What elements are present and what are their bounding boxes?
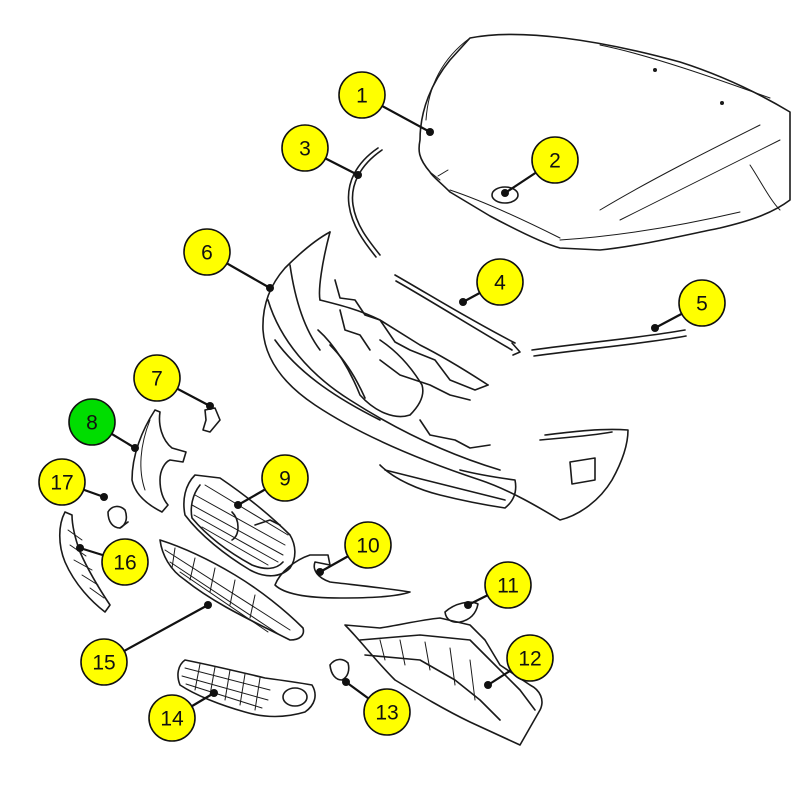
callout-circle-12[interactable] (506, 634, 554, 682)
callout-1[interactable]: 1 (338, 71, 386, 119)
callout-11[interactable]: 11 (484, 561, 532, 609)
leader-lines (61, 94, 703, 719)
callout-circle-2[interactable] (531, 136, 579, 184)
callout-4[interactable]: 4 (476, 258, 524, 306)
callout-circle-15[interactable] (80, 638, 128, 686)
callout-circle-10[interactable] (344, 521, 392, 569)
callout-circle-9[interactable] (261, 454, 309, 502)
callout-9[interactable]: 9 (261, 454, 309, 502)
callout-14[interactable]: 14 (148, 694, 196, 742)
part-front-bumper (262, 231, 629, 521)
callout-15[interactable]: 15 (80, 638, 128, 686)
part-chrome-trim (274, 554, 411, 599)
callout-17[interactable]: 17 (38, 458, 86, 506)
callout-circle-11[interactable] (484, 561, 532, 609)
callout-6[interactable]: 6 (183, 228, 231, 276)
part-lower-grille (159, 539, 305, 641)
callout-circle-4[interactable] (476, 258, 524, 306)
callout-5[interactable]: 5 (678, 279, 726, 327)
callout-circle-7[interactable] (133, 354, 181, 402)
callout-3[interactable]: 3 (281, 124, 329, 172)
callout-16[interactable]: 16 (101, 538, 149, 586)
callout-circle-16[interactable] (101, 538, 149, 586)
callout-12[interactable]: 12 (506, 634, 554, 682)
callout-8[interactable]: 8 (68, 398, 116, 446)
callout-circle-3[interactable] (281, 124, 329, 172)
part-lower-seal-strip (531, 329, 687, 357)
callout-circle-5[interactable] (678, 279, 726, 327)
callout-circle-14[interactable] (148, 694, 196, 742)
callout-13[interactable]: 13 (363, 688, 411, 736)
part-hood (418, 33, 791, 251)
callout-circle-8[interactable] (68, 398, 116, 446)
part-undertray (344, 617, 543, 746)
callout-10[interactable]: 10 (344, 521, 392, 569)
callout-7[interactable]: 7 (133, 354, 181, 402)
part-clip-17 (107, 505, 129, 529)
callout-circle-6[interactable] (183, 228, 231, 276)
callout-2[interactable]: 2 (531, 136, 579, 184)
callout-circle-13[interactable] (363, 688, 411, 736)
part-left-bumper-trim (131, 409, 187, 513)
callout-circle-1[interactable] (338, 71, 386, 119)
part-upper-seal-strip (394, 274, 521, 356)
callout-circle-17[interactable] (38, 458, 86, 506)
part-clip (329, 658, 350, 681)
part-fog-grille (177, 659, 316, 718)
part-clip-small (202, 407, 221, 433)
part-center-grille (183, 474, 296, 577)
part-side-seal (347, 147, 383, 258)
part-small-cover (444, 601, 479, 623)
